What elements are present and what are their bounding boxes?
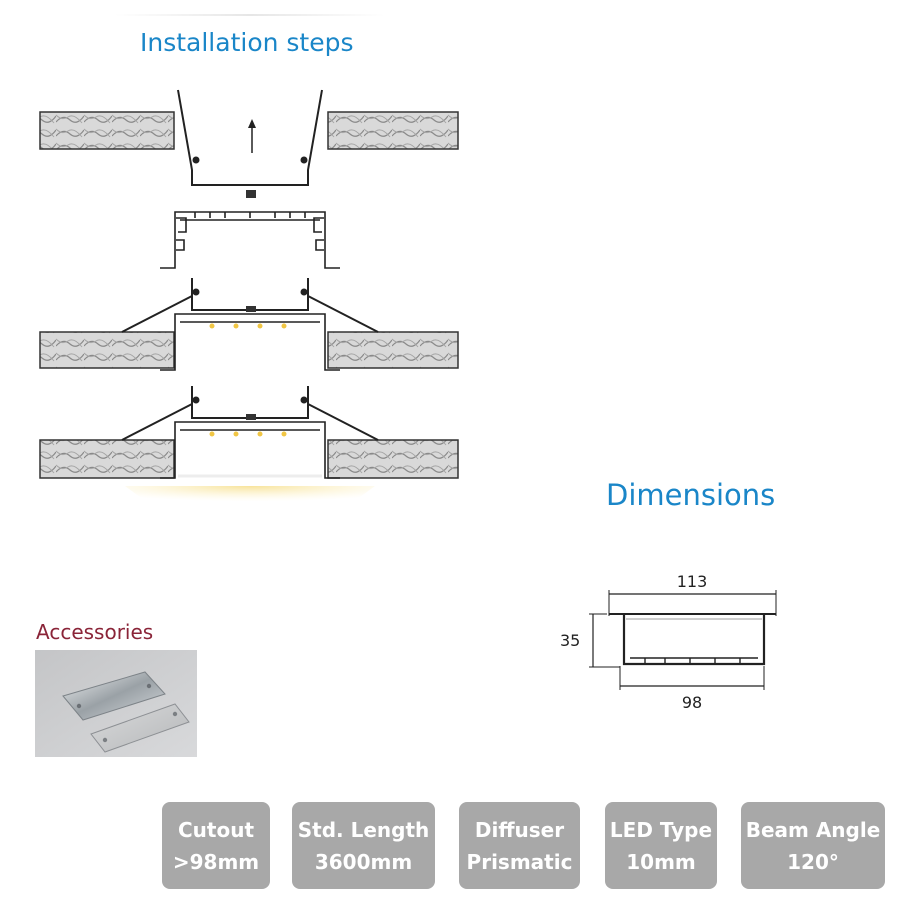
spec-beam-angle: Beam Angle 120° xyxy=(741,802,885,889)
spec-std-length-value: 3600mm xyxy=(314,849,413,874)
step-2-profile xyxy=(160,211,340,269)
step-1-bracket-insert xyxy=(39,89,459,198)
step-4-lit xyxy=(39,386,459,508)
dim-height: 35 xyxy=(560,631,580,650)
accessories-title: Accessories xyxy=(36,620,154,644)
spec-cutout-value: >98mm xyxy=(172,849,260,874)
accessories-photo xyxy=(35,650,197,757)
spec-beam-angle-label: Beam Angle xyxy=(745,817,881,842)
spec-led-type-label: LED Type xyxy=(609,817,713,842)
dimension-drawing: 113 35 98 xyxy=(560,572,777,712)
step-3-installed xyxy=(39,278,459,371)
spec-led-type-value: 10mm xyxy=(626,849,696,874)
spec-diffuser: Diffuser Prismatic xyxy=(459,802,580,889)
dim-width-top: 113 xyxy=(677,572,708,591)
spec-led-type: LED Type 10mm xyxy=(605,802,717,889)
spec-diffuser-value: Prismatic xyxy=(466,849,573,874)
installation-steps-title: Installation steps xyxy=(140,28,354,57)
spec-std-length: Std. Length 3600mm xyxy=(292,802,435,889)
spec-cutout-label: Cutout xyxy=(177,817,254,842)
dim-width-bottom: 98 xyxy=(682,693,702,712)
top-divider xyxy=(115,14,385,16)
dimensions-title: Dimensions xyxy=(606,478,776,512)
spec-beam-angle-value: 120° xyxy=(787,849,839,874)
spec-diffuser-label: Diffuser xyxy=(474,817,565,842)
spec-std-length-label: Std. Length xyxy=(297,817,430,842)
spec-cutout: Cutout >98mm xyxy=(162,802,270,889)
